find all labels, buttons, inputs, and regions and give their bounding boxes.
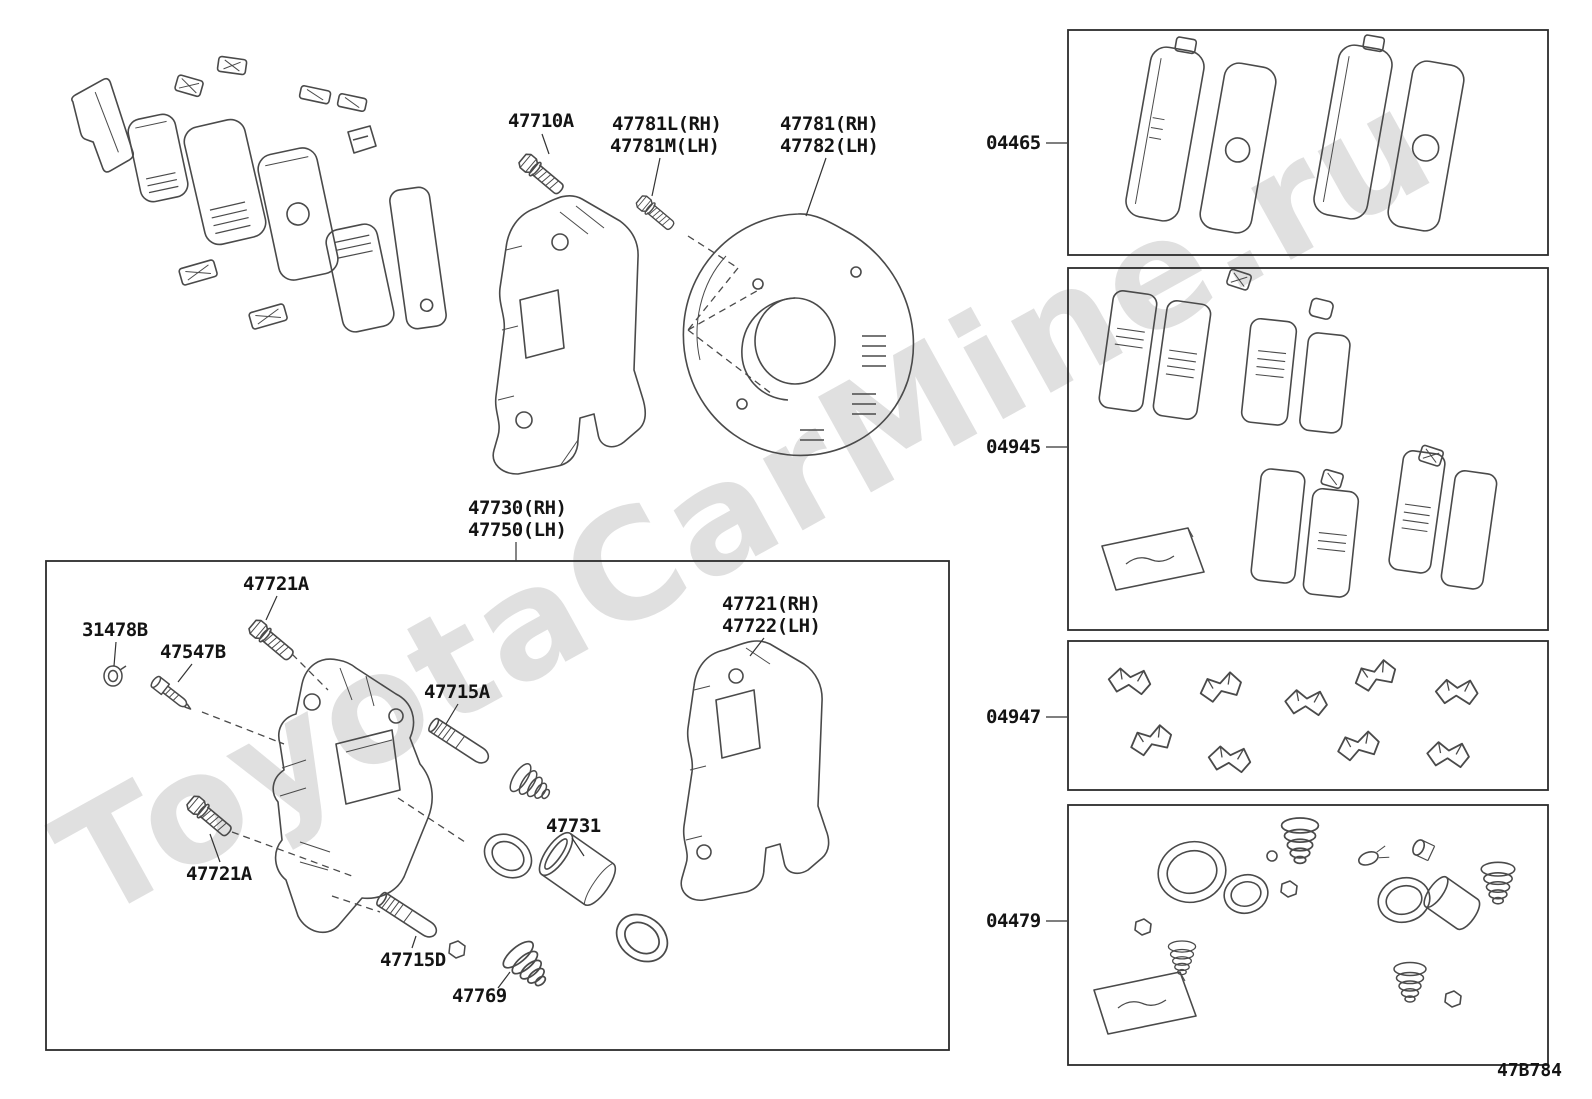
cylinder-boot-ring-art <box>606 903 678 973</box>
kit-label-04479: 04479 <box>986 910 1041 932</box>
label-leader-lines <box>113 133 1067 989</box>
callout-31478B: 31478B <box>82 619 148 641</box>
kit-label-04465: 04465 <box>986 132 1041 154</box>
slide-bolt-47721A-lower-art <box>184 793 236 840</box>
kit-box-04479 <box>1067 804 1549 1066</box>
caliper-body-art <box>272 658 433 934</box>
callout-47715D: 47715D <box>380 949 446 971</box>
callout-47782-lh: 47782(LH) <box>780 135 879 157</box>
plug-31478B-art <box>103 665 127 687</box>
callout-47721A-lower: 47721A <box>186 863 252 885</box>
kit-box-04945 <box>1067 267 1549 631</box>
piston-seal-art <box>475 824 541 888</box>
kit-box-04947 <box>1067 640 1549 791</box>
kit-label-04945: 04945 <box>986 436 1041 458</box>
callout-47781L-rh: 47781L(RH) <box>612 113 722 135</box>
callout-47715A: 47715A <box>424 681 490 703</box>
slide-pin-47715A-art <box>426 716 493 768</box>
pin-boot-upper-art <box>505 759 558 810</box>
callout-47781-rh: 47781(RH) <box>780 113 879 135</box>
disc-dust-cover-art <box>682 213 915 457</box>
kit-04945-art <box>1098 268 1498 598</box>
piston-47731-art <box>538 831 617 906</box>
caliper-mount-art <box>492 194 647 475</box>
kit-04465-art <box>1125 34 1465 234</box>
callout-47721A-upper: 47721A <box>243 573 309 595</box>
callout-47547B: 47547B <box>160 641 226 663</box>
callout-47710A: 47710A <box>508 110 574 132</box>
bleeder-plug-47547B-art <box>150 675 192 710</box>
kit-box-04465 <box>1067 29 1549 256</box>
kit-label-04947: 04947 <box>986 706 1041 728</box>
slide-bolt-47721A-upper-art <box>246 617 298 664</box>
diagram-code: 47B784 <box>1497 1060 1563 1081</box>
union-bolt-47710A-art <box>516 151 568 198</box>
group-frames <box>45 29 1549 1066</box>
callout-47730-rh: 47730(RH) <box>468 497 567 519</box>
slide-pin-47715D-art <box>374 890 441 942</box>
pad-exploded-view-art <box>71 55 447 333</box>
caliper-mounting-bracket-art <box>680 640 830 902</box>
callout-47722-lh: 47722(LH) <box>722 615 821 637</box>
dashed-leader-lines <box>201 235 773 913</box>
pin-boot-47769-art <box>498 936 558 997</box>
callout-47750-lh: 47750(LH) <box>468 519 567 541</box>
cover-bolt-47781L-art <box>634 193 678 234</box>
callout-47721-rh: 47721(RH) <box>722 593 821 615</box>
kit-04479-art <box>1093 817 1516 1035</box>
kit-04947-art <box>1105 657 1481 777</box>
main-assembly-box <box>45 560 950 1051</box>
callout-47781M-lh: 47781M(LH) <box>610 135 720 157</box>
pin-bush-art <box>448 940 466 959</box>
callout-47731: 47731 <box>546 815 601 837</box>
callout-47769: 47769 <box>452 985 507 1007</box>
